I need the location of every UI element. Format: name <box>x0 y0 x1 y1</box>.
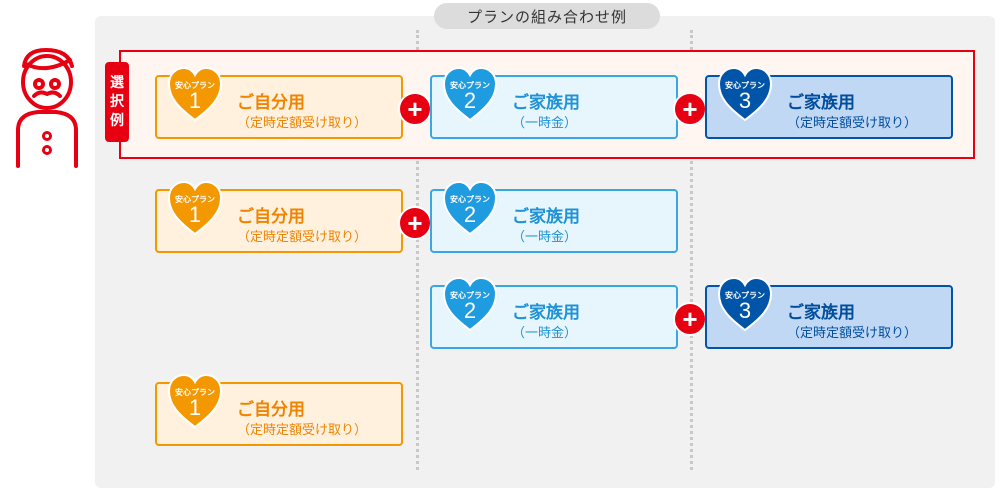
plan-title: ご家族用 <box>512 93 580 113</box>
heart-icon <box>442 180 498 236</box>
plan-subtitle: （一時金） <box>512 116 578 131</box>
plus-icon: + <box>398 206 432 240</box>
plan-1-heart-badge: 安心プラン 1 <box>167 372 223 430</box>
plan-card-2: 安心プラン 2 ご家族用 （一時金） <box>430 276 678 349</box>
column-divider-2 <box>690 30 693 470</box>
plus-icon: + <box>673 92 707 126</box>
heart-icon <box>167 373 223 429</box>
plan-title: ご自分用 <box>237 400 305 420</box>
plan-title: ご自分用 <box>237 207 305 227</box>
heart-icon <box>442 66 498 122</box>
plan-title: ご家族用 <box>512 207 580 227</box>
plus-icon: + <box>673 302 707 336</box>
heart-icon <box>167 66 223 122</box>
heart-icon <box>717 276 773 332</box>
heart-icon <box>167 180 223 236</box>
plan-3-heart-badge: 安心プラン 3 <box>717 275 773 333</box>
selected-example-label: 選 択 例 <box>105 62 129 142</box>
plan-2-heart-badge: 安心プラン 2 <box>442 179 498 237</box>
plan-2-heart-badge: 安心プラン 2 <box>442 65 498 123</box>
plan-2-heart-badge: 安心プラン 2 <box>442 275 498 333</box>
plan-card-1: 安心プラン 1 ご自分用 （定時定額受け取り） <box>155 180 403 253</box>
diagram-title: プランの組み合わせ例 <box>434 3 660 29</box>
column-divider-1 <box>416 30 419 470</box>
plan-subtitle: （一時金） <box>512 230 578 245</box>
plan-card-1: 安心プラン 1 ご自分用 （定時定額受け取り） <box>155 373 403 446</box>
plan-title: ご家族用 <box>512 303 580 323</box>
plan-subtitle: （定時定額受け取り） <box>237 116 368 131</box>
plan-title: ご自分用 <box>237 93 305 113</box>
person-icon <box>16 48 78 168</box>
plan-card-1: 安心プラン 1 ご自分用 （定時定額受け取り） <box>155 66 403 139</box>
plan-card-2: 安心プラン 2 ご家族用 （一時金） <box>430 66 678 139</box>
plan-subtitle: （定時定額受け取り） <box>237 423 368 438</box>
plan-subtitle: （定時定額受け取り） <box>237 230 368 245</box>
plan-subtitle: （定時定額受け取り） <box>787 326 918 341</box>
plan-card-2: 安心プラン 2 ご家族用 （一時金） <box>430 180 678 253</box>
plan-1-heart-badge: 安心プラン 1 <box>167 65 223 123</box>
plan-1-heart-badge: 安心プラン 1 <box>167 179 223 237</box>
plan-card-3: 安心プラン 3 ご家族用 （定時定額受け取り） <box>705 66 953 139</box>
heart-icon <box>717 66 773 122</box>
plan-subtitle: （定時定額受け取り） <box>787 116 918 131</box>
plan-3-heart-badge: 安心プラン 3 <box>717 65 773 123</box>
plan-title: ご家族用 <box>787 93 855 113</box>
plan-title: ご家族用 <box>787 303 855 323</box>
heart-icon <box>442 276 498 332</box>
plus-icon: + <box>398 92 432 126</box>
plan-subtitle: （一時金） <box>512 326 578 341</box>
plan-card-3: 安心プラン 3 ご家族用 （定時定額受け取り） <box>705 276 953 349</box>
